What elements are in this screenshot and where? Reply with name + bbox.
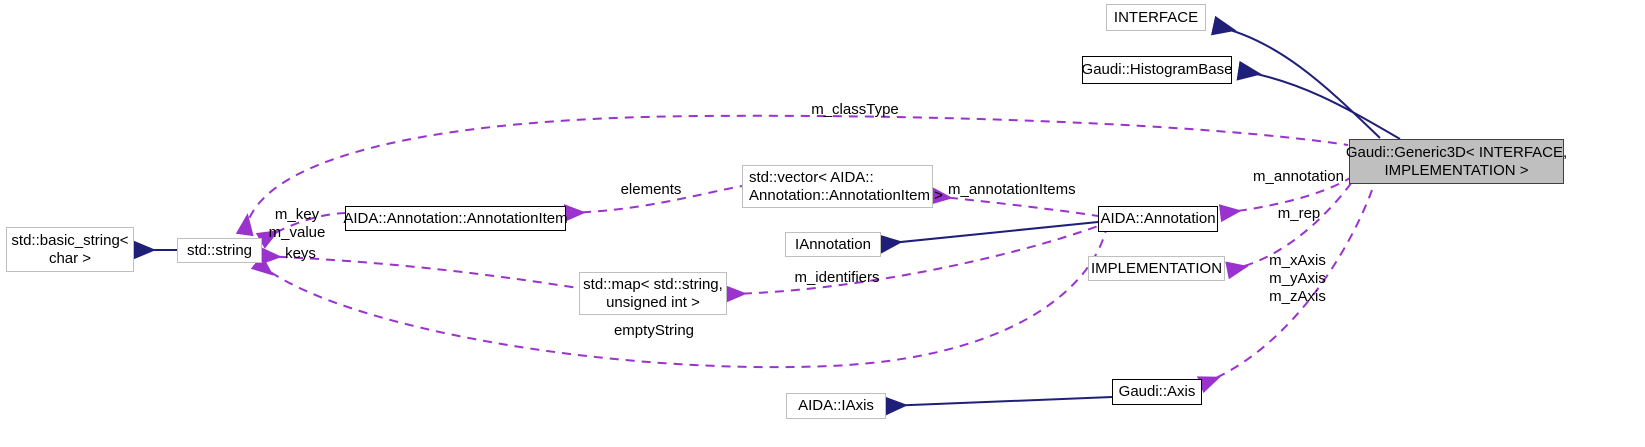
edge-generic3d-histogrambase — [1236, 60, 1401, 140]
node-std-vector-annotationitem[interactable]: std::vector< AIDA:: Annotation::Annotati… — [742, 165, 943, 208]
edge-generic3d-interface — [1210, 15, 1381, 139]
edge-label-keys: keys — [285, 245, 316, 262]
edge-label-m-annotationitems: m_annotationItems — [948, 181, 1076, 198]
edge-label-m-rep: m_rep — [1277, 205, 1321, 222]
node-implementation[interactable]: IMPLEMENTATION — [1088, 256, 1225, 281]
edge-label-elements: elements — [620, 181, 682, 198]
node-std-basic-string[interactable]: std::basic_string< char > — [6, 227, 134, 272]
edge-annotationitems — [930, 186, 1099, 217]
edge-identifiers — [724, 225, 1099, 304]
node-iannotation[interactable]: IAnnotation — [785, 232, 881, 257]
node-aida-iaxis[interactable]: AIDA::IAxis — [786, 393, 886, 419]
edge-annotation-iannotation — [878, 221, 1099, 255]
edge-label-m-identifiers: m_identifiers — [794, 269, 880, 286]
node-gaudi-axis[interactable]: Gaudi::Axis — [1112, 379, 1202, 405]
edge-label-emptystring: emptyString — [613, 322, 695, 339]
node-std-map[interactable]: std::map< std::string, unsigned int > — [579, 272, 727, 315]
edge-label-m-key-m-value: m_key m_value — [268, 206, 326, 241]
edge-label-m-annotation: m_annotation — [1253, 168, 1344, 185]
edge-label-m-classtype: m_classType — [811, 101, 899, 118]
node-gaudi-histogrambase[interactable]: Gaudi::HistogramBase — [1082, 56, 1232, 84]
node-gaudi-generic3d[interactable]: Gaudi::Generic3D< INTERFACE, IMPLEMENTAT… — [1346, 139, 1567, 184]
edge-label-m-axes: m_xAxis m_yAxis m_zAxis — [1269, 252, 1326, 305]
node-std-string[interactable]: std::string — [177, 238, 262, 263]
edge-gaudiaxis-aidaiaxis — [883, 396, 1113, 417]
node-interface[interactable]: INTERFACE — [1106, 4, 1206, 31]
node-aida-annotation[interactable]: AIDA::Annotation — [1098, 206, 1218, 232]
node-aida-annotation-annotationitem[interactable]: AIDA::Annotation::AnnotationItem — [343, 206, 568, 231]
